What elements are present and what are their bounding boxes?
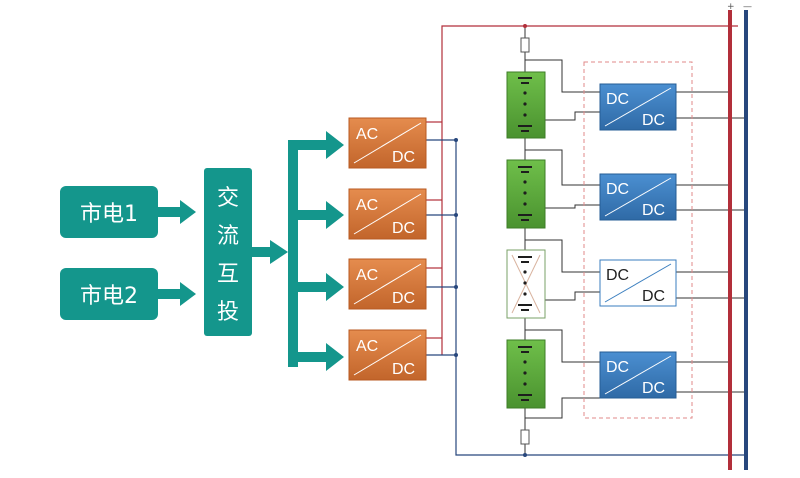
battery-pack-1 <box>506 71 546 139</box>
rectifier-4-out: DC <box>392 361 415 378</box>
fuses <box>520 37 530 445</box>
dcdc-3-out: DC <box>642 288 665 305</box>
rectifier-4-in: AC <box>356 338 378 355</box>
arrow-ats-out <box>252 240 288 264</box>
dcdc-converter-3-bypassed: DC DC <box>599 259 677 307</box>
dcdc-4-out: DC <box>642 380 665 397</box>
positive-feed-wire <box>441 25 738 355</box>
dcdc-1-out: DC <box>642 112 665 129</box>
arrow-rect-1 <box>298 131 344 159</box>
rectifier-2-in: AC <box>356 197 378 214</box>
ats-char-3: 互 <box>217 262 239 287</box>
battery-icon <box>518 346 532 401</box>
source-1-label: 市电1 <box>80 202 138 227</box>
arrow-source-1 <box>158 200 196 224</box>
arrow-rect-2 <box>298 201 344 229</box>
dcdc-3-in: DC <box>606 267 629 284</box>
rectifier-3-in: AC <box>356 267 378 284</box>
positive-bus-bar <box>728 10 732 470</box>
rectifier-3: AC DC <box>348 258 427 310</box>
rectifier-2: AC DC <box>348 188 427 240</box>
dcdc-4-in: DC <box>606 359 629 376</box>
distribution-bar <box>288 140 298 367</box>
tap-wires <box>525 59 600 419</box>
negative-feed-wire <box>455 140 746 456</box>
rectifier-output-wires <box>426 121 456 356</box>
battery-pack-3-faulted <box>506 249 546 319</box>
rectifier-3-out: DC <box>392 290 415 307</box>
junction-dots <box>454 24 527 457</box>
rectifier-4: AC DC <box>348 329 427 381</box>
ats-char-2: 流 <box>217 224 239 249</box>
battery-icon <box>518 77 532 132</box>
ats-char-1: 交 <box>217 186 239 211</box>
dcdc-2-in: DC <box>606 181 629 198</box>
negative-label: — <box>743 2 752 12</box>
dcdc-converter-1: DC DC <box>599 83 677 131</box>
negative-bus-bar <box>744 10 748 470</box>
source-2-label: 市电2 <box>80 284 138 309</box>
dcdc-group-outline <box>583 61 693 419</box>
ac-transfer-switch: 交 流 互 投 <box>204 168 252 336</box>
arrow-source-2 <box>158 282 196 306</box>
arrow-rect-4 <box>298 343 344 371</box>
battery-pack-4 <box>506 339 546 409</box>
arrow-rect-3 <box>298 273 344 301</box>
top-fuse <box>520 37 530 53</box>
rectifier-1-out: DC <box>392 149 415 166</box>
utility-source-1: 市电1 <box>60 186 158 238</box>
battery-icon <box>518 256 532 311</box>
dcdc-2-out: DC <box>642 202 665 219</box>
dcdc-output-wires <box>676 91 746 393</box>
dc-bus: + — <box>727 2 752 470</box>
ats-char-4: 投 <box>217 300 239 325</box>
positive-label: + <box>727 2 735 12</box>
rectifier-1-in: AC <box>356 126 378 143</box>
source-arrows <box>158 200 196 306</box>
rectifier-1: AC DC <box>348 117 427 169</box>
wiring <box>426 24 746 457</box>
dcdc-converter-2: DC DC <box>599 173 677 221</box>
rectifier-2-out: DC <box>392 220 415 237</box>
battery-pack-2 <box>506 159 546 229</box>
utility-source-2: 市电2 <box>60 268 158 320</box>
distribution-arrows <box>252 131 344 371</box>
dcdc-converter-4: DC DC <box>599 351 677 399</box>
battery-icon <box>518 166 532 221</box>
bottom-fuse <box>520 429 530 445</box>
dcdc-1-in: DC <box>606 91 629 108</box>
